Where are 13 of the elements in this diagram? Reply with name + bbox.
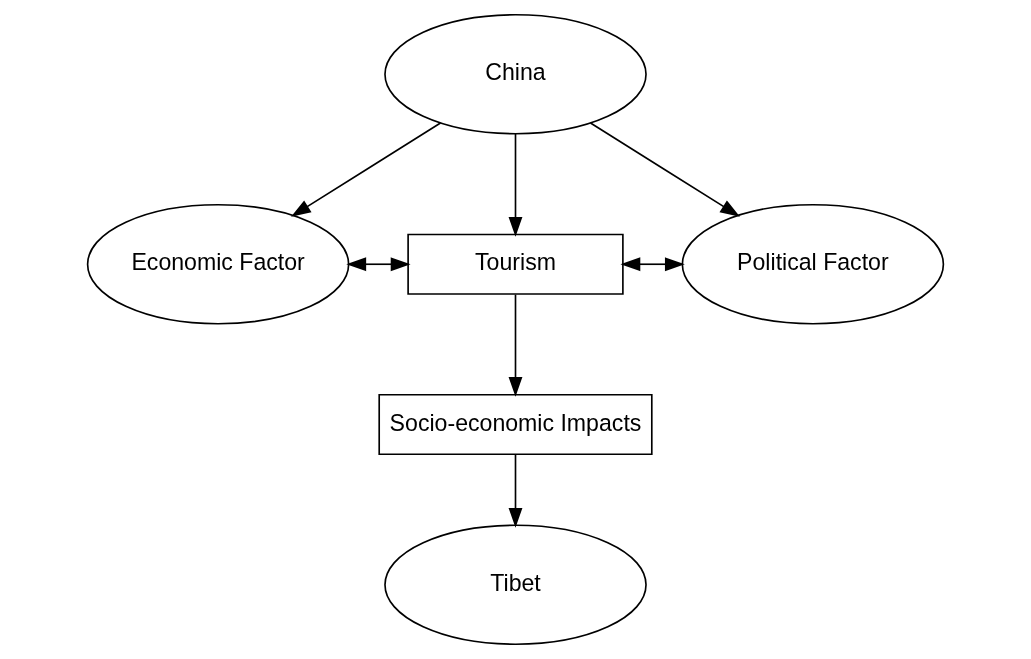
arrow xyxy=(508,133,523,237)
arrow xyxy=(508,454,523,528)
arrow xyxy=(508,293,523,397)
arrow xyxy=(620,257,685,272)
node-ellipse: Political Factor xyxy=(681,203,945,325)
arrow xyxy=(291,122,442,217)
arrow xyxy=(589,122,740,217)
arrow xyxy=(346,257,411,272)
node-ellipse: China xyxy=(384,13,647,135)
node-box: Socio-economic Impacts xyxy=(378,393,653,456)
node-ellipse: Tibet xyxy=(384,524,647,646)
node-box: Tourism xyxy=(407,233,624,295)
node-ellipse: Economic Factor xyxy=(86,203,350,325)
